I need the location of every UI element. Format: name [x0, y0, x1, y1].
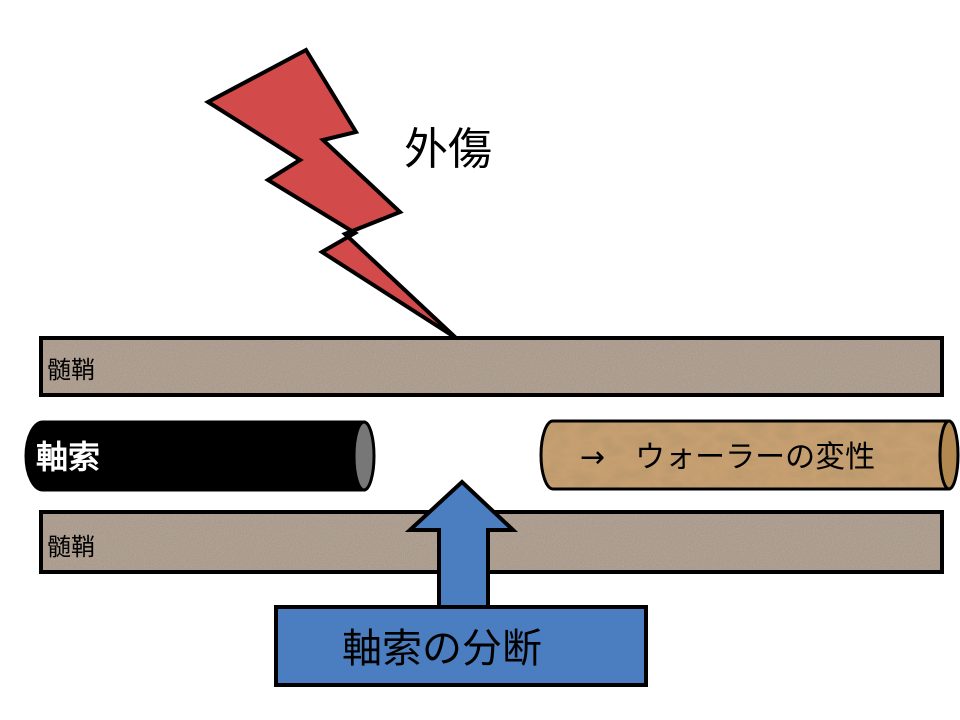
trauma-label: 外傷: [404, 124, 492, 175]
myelin-bottom-label: 髄鞘: [47, 533, 95, 561]
axon-degenerating: → ウォーラーの変性: [539, 419, 960, 491]
axon-intact-label: 軸索: [36, 438, 100, 476]
transection-label: 軸索の分断: [342, 626, 542, 672]
axon-degenerating-label: → ウォーラーの変性: [580, 440, 875, 475]
transection-arrow: [404, 479, 519, 610]
myelin-sheath-top: 髄鞘: [39, 336, 944, 397]
transection-box: [274, 605, 648, 687]
trauma-lightning-bolt: [204, 47, 458, 340]
axon-intact: 軸索: [24, 420, 376, 492]
myelin-top-label: 髄鞘: [47, 356, 95, 384]
